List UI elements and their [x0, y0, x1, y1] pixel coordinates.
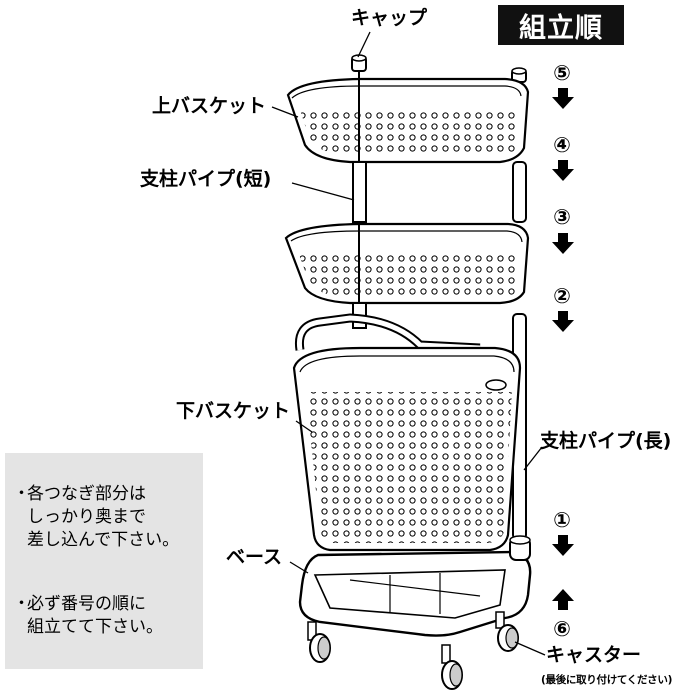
- caster-note: (最後に取り付けてください): [541, 674, 673, 686]
- base-shape: [298, 535, 532, 637]
- arrow-down-icon: [552, 160, 574, 181]
- page-title: 組立順: [498, 5, 624, 45]
- arrow-down-icon: [552, 535, 574, 556]
- middle-basket-shape: [284, 222, 530, 305]
- step-4: ④: [553, 133, 571, 157]
- base-label: ベース: [226, 546, 283, 568]
- notes-box: ・ 各つなぎ部分は しっかり奥まで 差し込んで下さい。 ・ 必ず番号の順に 組立…: [5, 453, 203, 669]
- step-6: ⑥: [553, 617, 571, 641]
- arrow-down-icon: [552, 311, 574, 332]
- upper-basket-shape: [286, 71, 530, 164]
- step-1: ①: [553, 508, 571, 532]
- cap-label: キャップ: [351, 7, 428, 29]
- step-3: ③: [553, 205, 571, 229]
- lower-basket-shape: [292, 346, 522, 552]
- arrow-down-icon: [552, 233, 574, 254]
- caster-label: キャスター: [546, 644, 642, 666]
- lower-basket-label: 下バスケット: [176, 400, 291, 422]
- long-pole-label: 支柱パイプ(長): [540, 430, 672, 452]
- note-bullet: ・: [13, 484, 30, 504]
- short-pole-label: 支柱パイプ(短): [140, 168, 272, 190]
- note-text: 必ず番号の順に 組立てて下さい。: [27, 594, 163, 637]
- arrow-up-icon: [552, 589, 574, 610]
- step-5: ⑤: [553, 61, 571, 85]
- note-text: 各つなぎ部分は しっかり奥まで 差し込んで下さい。: [27, 484, 180, 550]
- step-2: ②: [553, 284, 571, 308]
- leader-lines: [271, 31, 546, 656]
- arrow-down-icon: [552, 88, 574, 109]
- caster-shapes: [307, 611, 519, 690]
- note-bullet: ・: [13, 594, 30, 614]
- upper-basket-label: 上バスケット: [152, 95, 267, 117]
- short-pole-shape: [352, 161, 527, 223]
